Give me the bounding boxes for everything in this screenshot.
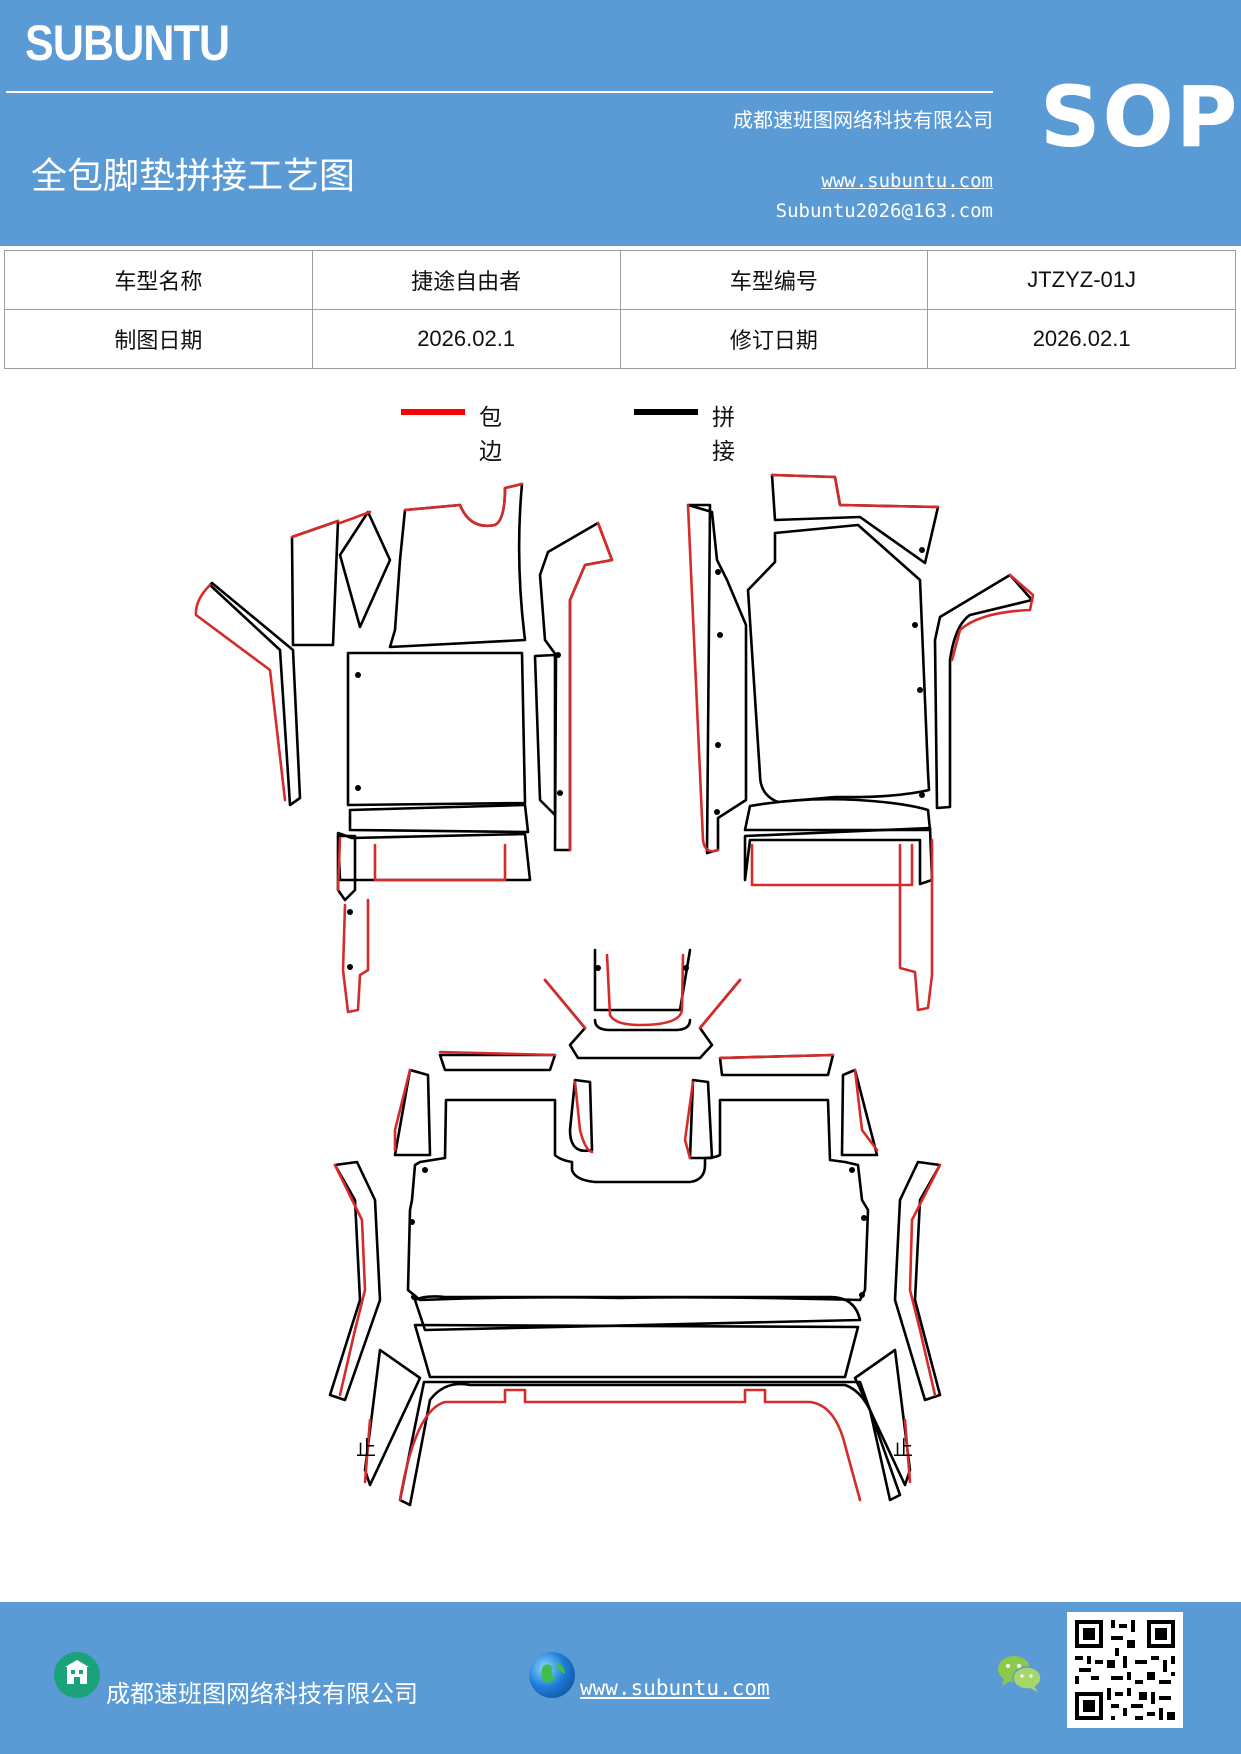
edge-line — [698, 978, 742, 1030]
legend-label: 包边 — [479, 405, 502, 465]
edge-line — [338, 510, 372, 525]
mat-piece — [338, 510, 392, 629]
sop-badge: SOP — [1040, 68, 1240, 166]
edge-line — [686, 503, 720, 853]
stop-mark-right: 止 — [893, 1436, 913, 1460]
mat-piece — [398, 1380, 902, 1507]
globe-icon — [529, 1652, 575, 1698]
mat-piece — [593, 1018, 692, 1032]
mat-piece — [406, 1098, 870, 1302]
edge-line — [403, 482, 524, 528]
mat-piece — [893, 1160, 942, 1402]
edge-line — [903, 1418, 912, 1484]
brand-logo: SUBUNTU — [25, 15, 230, 71]
edge-line — [194, 583, 287, 802]
mat-piece — [746, 523, 931, 804]
model-code-value: JTZYZ-01J — [927, 250, 1236, 310]
header-website-link[interactable]: www.subuntu.com — [821, 170, 993, 192]
table-row: 制图日期 2026.02.1 修订日期 2026.02.1 — [4, 309, 1236, 369]
edge-line — [393, 1068, 412, 1152]
mat-piece — [568, 1078, 594, 1153]
mat-piece — [336, 831, 532, 882]
mat-piece — [328, 1160, 382, 1402]
mat-piece — [770, 473, 940, 565]
mat-piece — [688, 1078, 714, 1160]
mat-piece — [543, 978, 742, 1060]
model-code-label: 车型编号 — [619, 250, 929, 310]
table-row: 车型名称 捷途自由者 车型编号 JTZYZ-01J — [4, 250, 1236, 310]
mat-piece — [348, 803, 530, 834]
edge-line — [543, 978, 587, 1030]
edge-line — [398, 1388, 862, 1502]
mat-piece — [933, 573, 1034, 810]
edge-line — [573, 1080, 594, 1154]
edge-line — [290, 519, 340, 539]
mat-piece — [538, 521, 614, 852]
header-email: Subuntu2026@163.com — [775, 200, 993, 222]
mat-piece — [290, 519, 340, 647]
draw-date-value: 2026.02.1 — [311, 309, 621, 369]
edge-line — [853, 1068, 879, 1152]
building-icon — [54, 1652, 100, 1698]
edge-line — [363, 1418, 372, 1484]
mounting-dots — [347, 547, 925, 1300]
draw-date-label: 制图日期 — [4, 309, 313, 369]
edge-line — [898, 838, 934, 1012]
page-title: 全包脚垫拼接工艺图 — [31, 156, 356, 197]
legend-black-swatch — [634, 409, 698, 415]
edge-line — [908, 1163, 942, 1397]
mat-piece — [346, 651, 527, 807]
edge-line — [373, 843, 507, 882]
edge-line — [718, 1053, 835, 1060]
model-name-label: 车型名称 — [4, 250, 313, 310]
mat-piece — [393, 1068, 432, 1157]
header-divider — [6, 91, 993, 93]
mat-piece — [840, 1068, 879, 1157]
legend-label: 拼接 — [712, 405, 735, 465]
mat-piece — [743, 826, 934, 886]
legend-red-swatch — [401, 409, 465, 415]
edge-line — [336, 836, 342, 892]
mat-piece — [686, 503, 748, 855]
mat-piece — [208, 581, 302, 807]
vehicle-info-table: 车型名称 捷途自由者 车型编号 JTZYZ-01J 制图日期 2026.02.1… — [4, 250, 1236, 369]
mat-piece — [743, 797, 932, 832]
mat-piece — [413, 1323, 860, 1379]
wechat-icon[interactable] — [996, 1652, 1044, 1696]
model-name-value: 捷途自由者 — [311, 250, 621, 310]
edge-line — [605, 953, 685, 1027]
edge-line — [950, 573, 1035, 662]
qr-code-icon — [1067, 1612, 1183, 1728]
mat-piece — [593, 948, 692, 1012]
edge-line — [438, 1050, 557, 1057]
edge-line — [568, 521, 614, 852]
revision-date-label: 修订日期 — [619, 309, 929, 369]
stop-mark-left: 止 — [356, 1436, 376, 1460]
edge-line — [770, 473, 940, 509]
mat-piece — [438, 1053, 557, 1072]
mat-piece — [413, 1295, 862, 1332]
footer-banner: 成都速班图网络科技有限公司 www.subuntu.com — [0, 1602, 1241, 1754]
footer-company: 成都速班图网络科技有限公司 — [106, 1680, 418, 1708]
edge-line — [750, 843, 914, 887]
header-banner: SUBUNTU 成都速班图网络科技有限公司 全包脚垫拼接工艺图 www.subu… — [0, 0, 1241, 246]
mat-piece — [363, 1348, 422, 1487]
mat-piece — [533, 653, 557, 817]
footer-website-link[interactable]: www.subuntu.com — [580, 1676, 770, 1700]
revision-date-value: 2026.02.1 — [927, 309, 1236, 369]
edge-line — [341, 898, 370, 1014]
edge-line — [333, 1163, 367, 1397]
mat-pattern-drawing: 止 止 — [194, 473, 1035, 1507]
edge-line — [683, 1080, 695, 1160]
header-company: 成都速班图网络科技有限公司 — [733, 108, 993, 132]
